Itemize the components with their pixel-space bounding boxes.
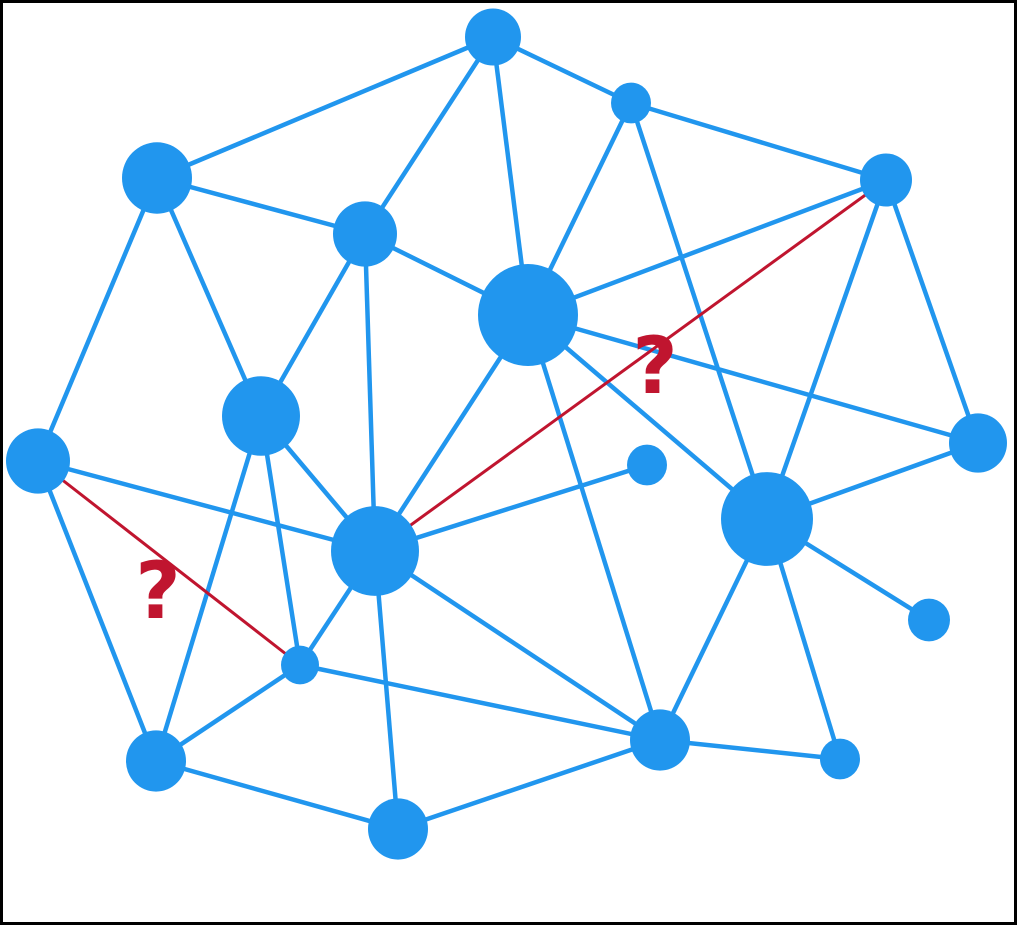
edge-D-F <box>527 177 887 318</box>
edge-N-P <box>299 662 661 743</box>
edge-L-J <box>374 462 648 554</box>
edge-A-E <box>363 35 495 236</box>
edge-D-K <box>764 179 889 520</box>
edge-L-R <box>372 550 401 830</box>
edge-C-G <box>154 177 264 417</box>
node-F <box>478 264 578 366</box>
edge-O-R <box>155 758 399 832</box>
node-G <box>222 376 300 456</box>
node-J <box>627 444 667 486</box>
node-L <box>331 506 419 596</box>
node-R <box>368 798 428 860</box>
predicted-edge-L-D <box>374 178 887 553</box>
edge-H-O <box>35 460 159 762</box>
node-H <box>6 428 70 494</box>
edge-B-K <box>628 102 770 520</box>
node-E <box>333 201 397 267</box>
question-mark-label: ? <box>135 547 180 637</box>
node-D <box>860 153 912 207</box>
node-P <box>630 709 690 771</box>
edge-E-L <box>362 233 378 552</box>
node-B <box>611 82 651 124</box>
edge-F-K <box>526 313 769 521</box>
edge-R-P <box>397 737 661 832</box>
edge-D-I <box>883 179 981 444</box>
edge-G-N <box>258 415 303 666</box>
edge-G-O <box>153 415 264 762</box>
edge-H-L <box>37 458 376 554</box>
edge-L-P <box>373 549 662 742</box>
node-K <box>721 472 813 566</box>
edge-C-H <box>35 177 160 462</box>
node-Q <box>820 738 860 780</box>
edge-F-I <box>527 312 979 446</box>
question-mark-label: ? <box>632 322 677 412</box>
edge-P-Q <box>659 737 841 762</box>
node-I <box>949 413 1007 473</box>
node-A <box>465 8 521 66</box>
node-N <box>281 645 319 685</box>
node-M <box>908 598 950 642</box>
edge-C-E <box>156 175 366 237</box>
edge-F-P <box>525 314 663 741</box>
node-O <box>126 730 186 792</box>
edge-A-C <box>156 34 494 181</box>
node-C <box>122 142 192 214</box>
edge-B-D <box>630 100 887 183</box>
predicted-edge-H-N <box>37 459 301 667</box>
